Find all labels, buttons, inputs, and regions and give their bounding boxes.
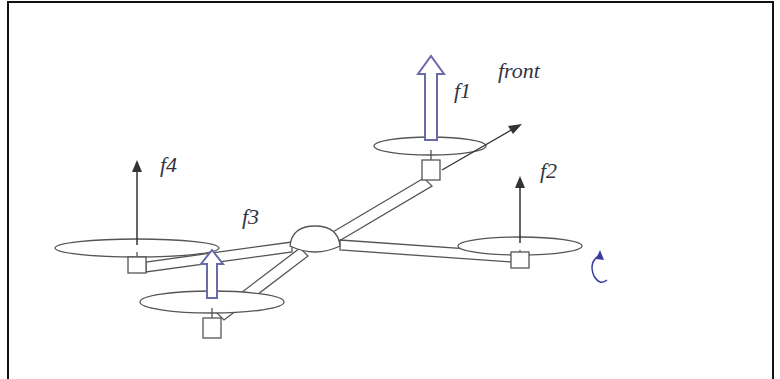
- front-arrowhead: [508, 124, 522, 134]
- shaft: [430, 150, 431, 160]
- shaft: [211, 308, 212, 318]
- force-label: f3: [242, 206, 259, 228]
- rotation-arrowhead: [596, 250, 604, 260]
- motor-rear: [203, 318, 221, 338]
- motor-right: [511, 252, 529, 268]
- thrust-arrowhead: [515, 176, 525, 188]
- thrust-arrow-f3: [201, 250, 223, 298]
- direction-label: front: [498, 60, 540, 82]
- motor-left: [128, 257, 146, 273]
- thrust-arrow-f4: [136, 168, 138, 245]
- front-arm: [326, 178, 432, 244]
- force-label: f4: [160, 154, 177, 176]
- force-label: f2: [540, 160, 557, 182]
- thrust-arrowhead: [132, 160, 142, 172]
- force-label: f1: [454, 80, 471, 102]
- motor-front: [422, 160, 440, 180]
- shaft: [136, 252, 137, 257]
- shaft: [519, 250, 520, 252]
- thrust-arrow-f2: [519, 184, 521, 243]
- hub: [290, 226, 340, 252]
- front-direction: [442, 126, 518, 170]
- frame-border: [8, 2, 773, 379]
- thrust-arrow-f1: [418, 56, 444, 140]
